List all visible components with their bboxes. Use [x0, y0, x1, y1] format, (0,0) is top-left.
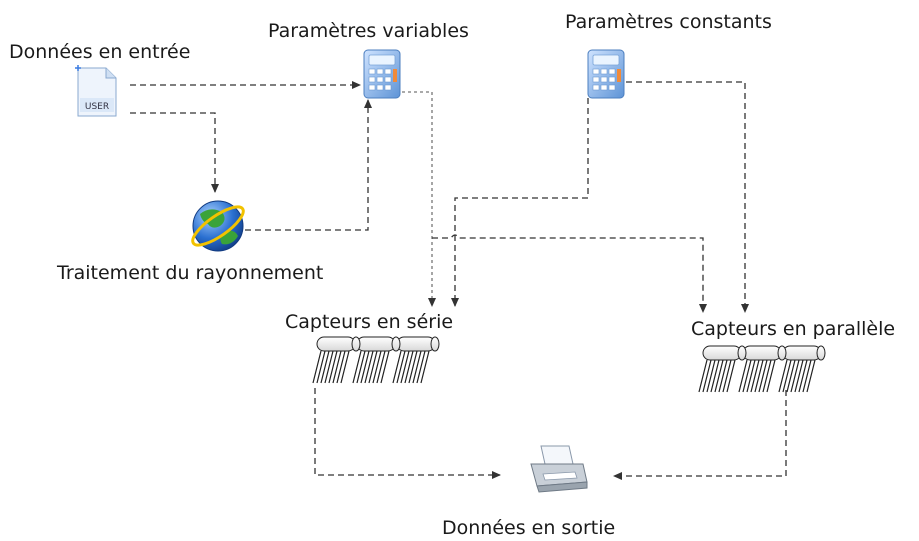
calculator-icon-constants [587, 49, 625, 99]
solar-collector-icon-serial [312, 336, 440, 384]
globe-icon [191, 200, 245, 252]
arrow-parallel-to-output [613, 390, 787, 480]
constants-label: Paramètres constants [565, 11, 772, 33]
printer-icon [530, 445, 588, 493]
connectors [130, 81, 787, 480]
user-file-icon: USER [75, 65, 117, 117]
arrow-cross-to-parallel [432, 234, 707, 313]
parallel-label: Capteurs en parallèle [691, 318, 896, 340]
arrow-constants-to-parallel [626, 81, 749, 313]
input-label: Données en entrée [9, 41, 191, 63]
arrow-serial-to-output [314, 388, 501, 479]
arrow-constants-to-serial [451, 98, 589, 307]
svg-text:USER: USER [85, 102, 109, 112]
arrow-radiation-to-variables [245, 99, 372, 231]
output-label: Données en sortie [442, 517, 616, 539]
variables-label: Paramètres variables [268, 20, 469, 42]
solar-collector-icon-parallel [698, 345, 826, 393]
radiation-label: Traitement du rayonnement [57, 262, 324, 284]
serial-label: Capteurs en série [285, 311, 454, 333]
arrow-variables-to-serial [402, 91, 436, 307]
calculator-icon-variables [363, 49, 401, 99]
arrow-input-to-radiation [130, 112, 219, 193]
